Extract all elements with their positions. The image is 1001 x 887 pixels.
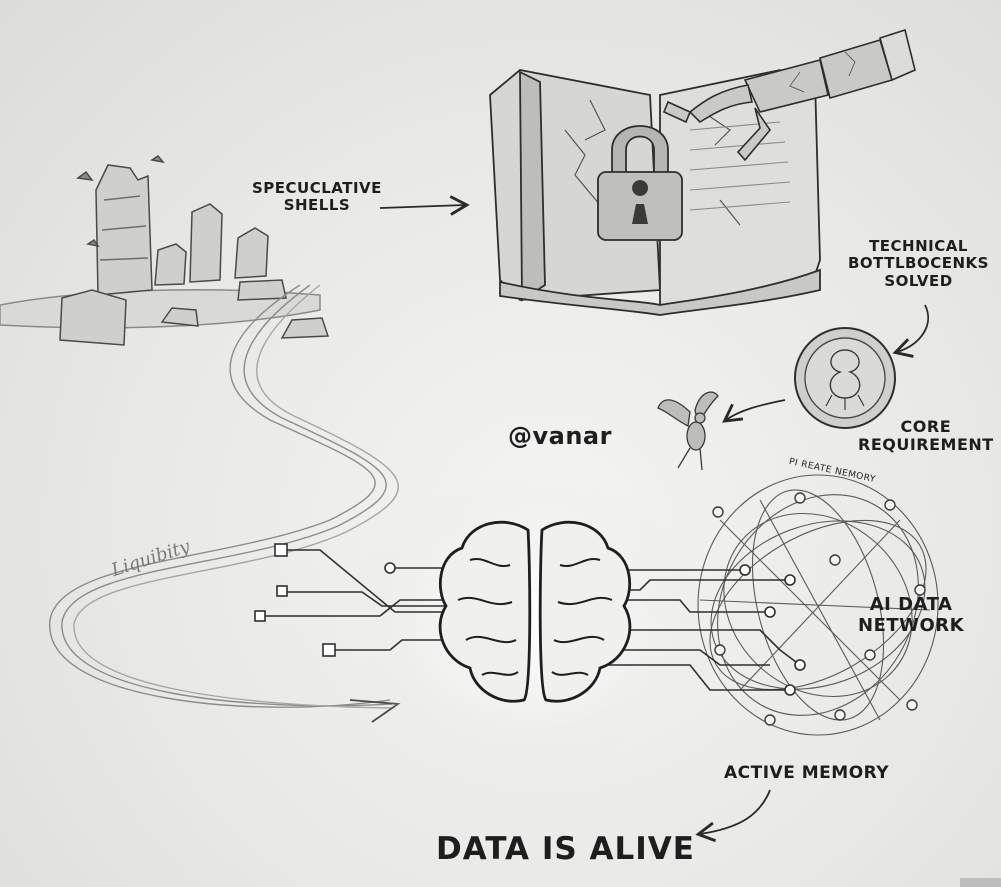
ai-data-network-label: AI DATA NETWORK — [858, 595, 964, 636]
ai-data-line-1: AI DATA — [858, 595, 964, 616]
technical-line-1: TECHNICAL — [848, 238, 989, 255]
active-memory-label: ACTIVE MEMORY — [724, 764, 889, 784]
winged-figure-icon — [658, 392, 718, 470]
technical-bottlenecks-label: TECHNICAL BOTTLBOCENKS SOLVED — [848, 238, 989, 290]
liquidity-path — [50, 285, 399, 708]
coin-icon — [795, 328, 895, 428]
speculative-line-1: SPECUCLATIVE — [252, 180, 382, 197]
technical-line-3: SOLVED — [848, 273, 989, 290]
speculative-arrow — [380, 205, 465, 208]
core-requirement-label: CORE REQUIREMENT — [858, 418, 994, 455]
speculative-shells-label: SPECUCLATIVE SHELLS — [252, 180, 382, 215]
core-line-2: REQUIREMENT — [858, 436, 994, 454]
active-memory-arrow — [700, 790, 770, 834]
handle-label: @vanar — [508, 423, 612, 451]
corner-mark — [960, 878, 1001, 887]
technical-line-2: BOTTLBOCENKS — [848, 255, 989, 272]
technical-arrow — [897, 305, 928, 352]
ai-data-line-2: NETWORK — [858, 616, 964, 637]
speculative-line-2: SHELLS — [252, 197, 382, 214]
coin-arrow — [726, 400, 785, 420]
tagline: DATA IS ALIVE — [436, 832, 695, 868]
core-line-1: CORE — [858, 418, 994, 436]
